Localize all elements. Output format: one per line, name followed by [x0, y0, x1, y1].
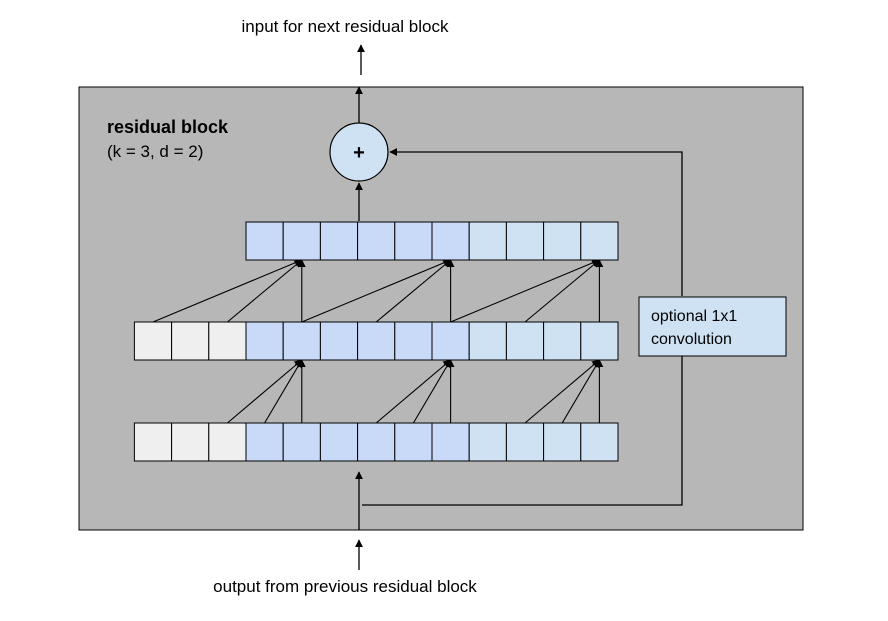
layer-cell: [357, 422, 396, 462]
layer-cell: [580, 422, 619, 462]
connection-arrow: [375, 259, 452, 323]
layer-cell: [245, 221, 284, 261]
layer-cell: [282, 321, 321, 361]
connection-arrow: [264, 359, 303, 424]
layer-cell: [468, 221, 507, 261]
padding-cell: [171, 422, 210, 462]
connection-arrow: [412, 359, 452, 424]
top-label: input for next residual block: [242, 17, 449, 36]
skip-connection-arrow: [389, 148, 683, 296]
layer-cell: [431, 221, 470, 261]
padding-cell: [208, 422, 247, 462]
skip-connection-line: [362, 356, 683, 506]
optional-conv-box: [638, 296, 787, 357]
layer-cell: [580, 321, 619, 361]
layer-cell: [319, 321, 359, 361]
input-layer: [133, 422, 619, 462]
layer-cell: [505, 321, 545, 361]
block-title: residual block: [107, 117, 229, 137]
hidden-layer: [133, 321, 619, 361]
connection-arrow: [152, 259, 303, 323]
layer-cell: [543, 321, 582, 361]
conv-label-line1: optional 1x1: [651, 308, 737, 325]
padding-cell: [208, 321, 247, 361]
layer-cell: [357, 321, 396, 361]
layer-cell: [319, 422, 359, 462]
layer-cell: [543, 422, 582, 462]
connection-arrow: [227, 259, 303, 323]
layer-cell: [245, 422, 284, 462]
connection-arrow: [301, 259, 452, 323]
block-params: (k = 3, d = 2): [107, 142, 203, 161]
layer-cell: [431, 422, 470, 462]
layer-cell: [505, 221, 545, 261]
layer-cell: [394, 321, 433, 361]
layers: [133, 221, 619, 462]
layer-cell: [505, 422, 545, 462]
layer-cell: [319, 221, 359, 261]
layer-cell: [468, 422, 507, 462]
layer-cell: [468, 321, 507, 361]
connection-arrow: [561, 359, 600, 424]
layer-cell: [394, 221, 433, 261]
layer-cell: [282, 422, 321, 462]
padding-cell: [171, 321, 210, 361]
bottom-label: output from previous residual block: [213, 577, 477, 596]
padding-cell: [133, 422, 173, 462]
connection-arrow: [450, 259, 601, 323]
connection-arrow: [375, 359, 452, 424]
layer-cell: [431, 321, 470, 361]
output-layer: [245, 221, 619, 261]
layer-cell: [543, 221, 582, 261]
layer-cell: [394, 422, 433, 462]
padding-cell: [133, 321, 173, 361]
conv-label-line2: convolution: [651, 331, 732, 348]
layer-cell: [357, 221, 396, 261]
connection-arrow: [227, 359, 303, 424]
layer-cell: [245, 321, 284, 361]
dilation-connections: [152, 259, 604, 424]
plus-sign: +: [353, 142, 365, 164]
layer-cell: [580, 221, 619, 261]
layer-cell: [282, 221, 321, 261]
connection-arrow: [524, 359, 601, 424]
connection-arrow: [524, 259, 601, 323]
